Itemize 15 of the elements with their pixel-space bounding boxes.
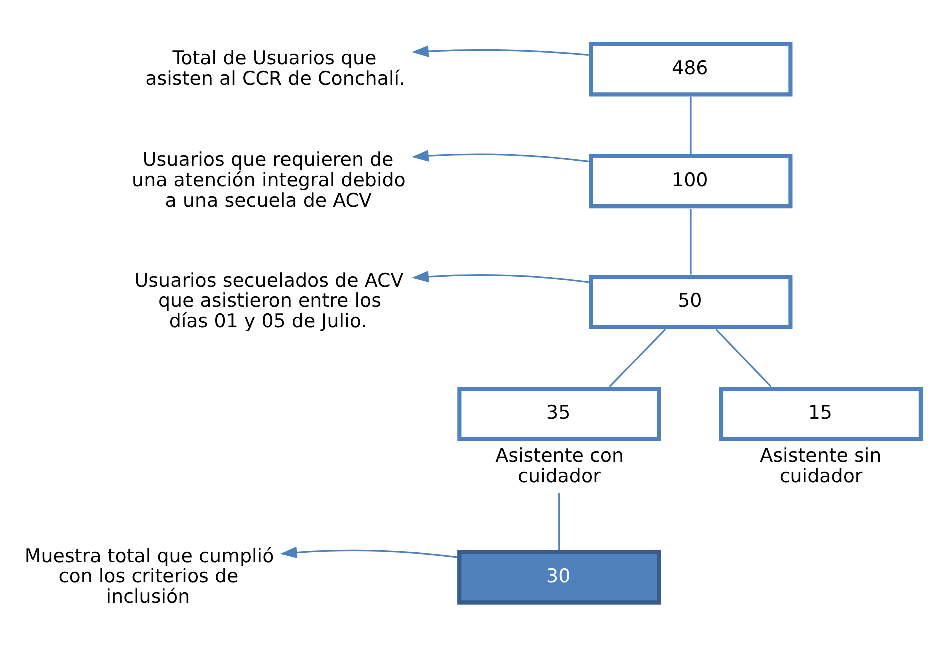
node-label: Asistente sin cuidador: [760, 444, 882, 488]
node-text: Usuarios secuelados de ACV que asistieron entre los días 01 y 05 de Julio.: [134, 270, 404, 333]
arrow: [412, 150, 590, 163]
connector: [609, 329, 666, 388]
node-text: Usuarios que requieren de una atención integral debido a una secuela de ACV: [132, 149, 406, 212]
node-label: Asistente con cuidador: [496, 444, 624, 488]
arrow: [412, 46, 589, 58]
node-text: Total de Usuarios que asisten al CCR de Conchalí.: [146, 47, 406, 90]
arrow: [280, 546, 458, 559]
node-text: Muestra total que cumplió con los criterios de inclusión: [24, 545, 274, 608]
connector: [690, 209, 692, 275]
connector: [558, 493, 560, 550]
connector: [716, 329, 772, 388]
connector: [690, 96, 692, 154]
arrow: [412, 270, 590, 284]
